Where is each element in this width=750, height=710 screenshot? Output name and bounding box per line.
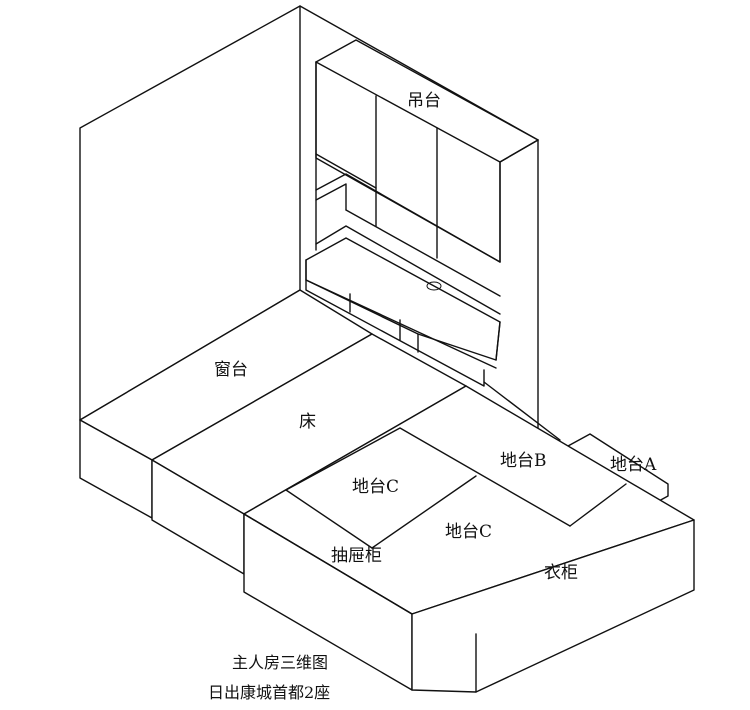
platform-divider-top [285, 427, 571, 527]
cable-hole [426, 281, 442, 291]
caption: 主人房三维图 日出康城首都2座 [208, 653, 330, 702]
floor-platforms [243, 385, 695, 693]
drawer-cabinet-top-edge [243, 513, 413, 615]
cabinet-back-line [315, 225, 501, 315]
window-sill-platform [79, 289, 373, 519]
wardrobe-front [411, 519, 695, 693]
bed [151, 333, 467, 575]
caption-line-1: 主人房三维图 [232, 653, 328, 672]
caption-line-2: 日出康城首都2座 [208, 683, 330, 702]
label-ditai-a: 地台A [610, 455, 657, 475]
label-yigui: 衣柜 [544, 563, 578, 583]
desk-console [305, 237, 501, 387]
label-chuangtai: 窗台 [214, 360, 248, 380]
cabinet-inner-line [345, 209, 501, 297]
labels: 吊台 窗台 床 地台C 地台B 地台A 地台C 抽屉柜 衣柜 [214, 91, 657, 583]
hanging-cabinet-body [315, 39, 539, 263]
floor-right-edge [483, 381, 561, 441]
label-ditai-c1: 地台C [352, 477, 399, 497]
platform-divider-left [285, 489, 373, 549]
label-chuang: 床 [299, 412, 316, 432]
hanging-cabinet [315, 39, 539, 315]
label-diaotai: 吊台 [407, 91, 441, 111]
platform-divider-b [569, 483, 627, 527]
desk-bottom-edge [305, 279, 485, 387]
cabinet-shelf-line-1 [315, 153, 377, 189]
label-ditai-b: 地台B [500, 451, 547, 471]
left-wall [79, 5, 301, 421]
label-choutigui: 抽屉柜 [331, 546, 382, 566]
cabinet-shelf-line-2 [315, 173, 501, 263]
platform-divider-middle [371, 475, 477, 549]
label-ditai-c2: 地台C [445, 522, 492, 542]
desk-right-edge [495, 321, 501, 361]
cabinet-shelf-line-3 [315, 183, 347, 211]
